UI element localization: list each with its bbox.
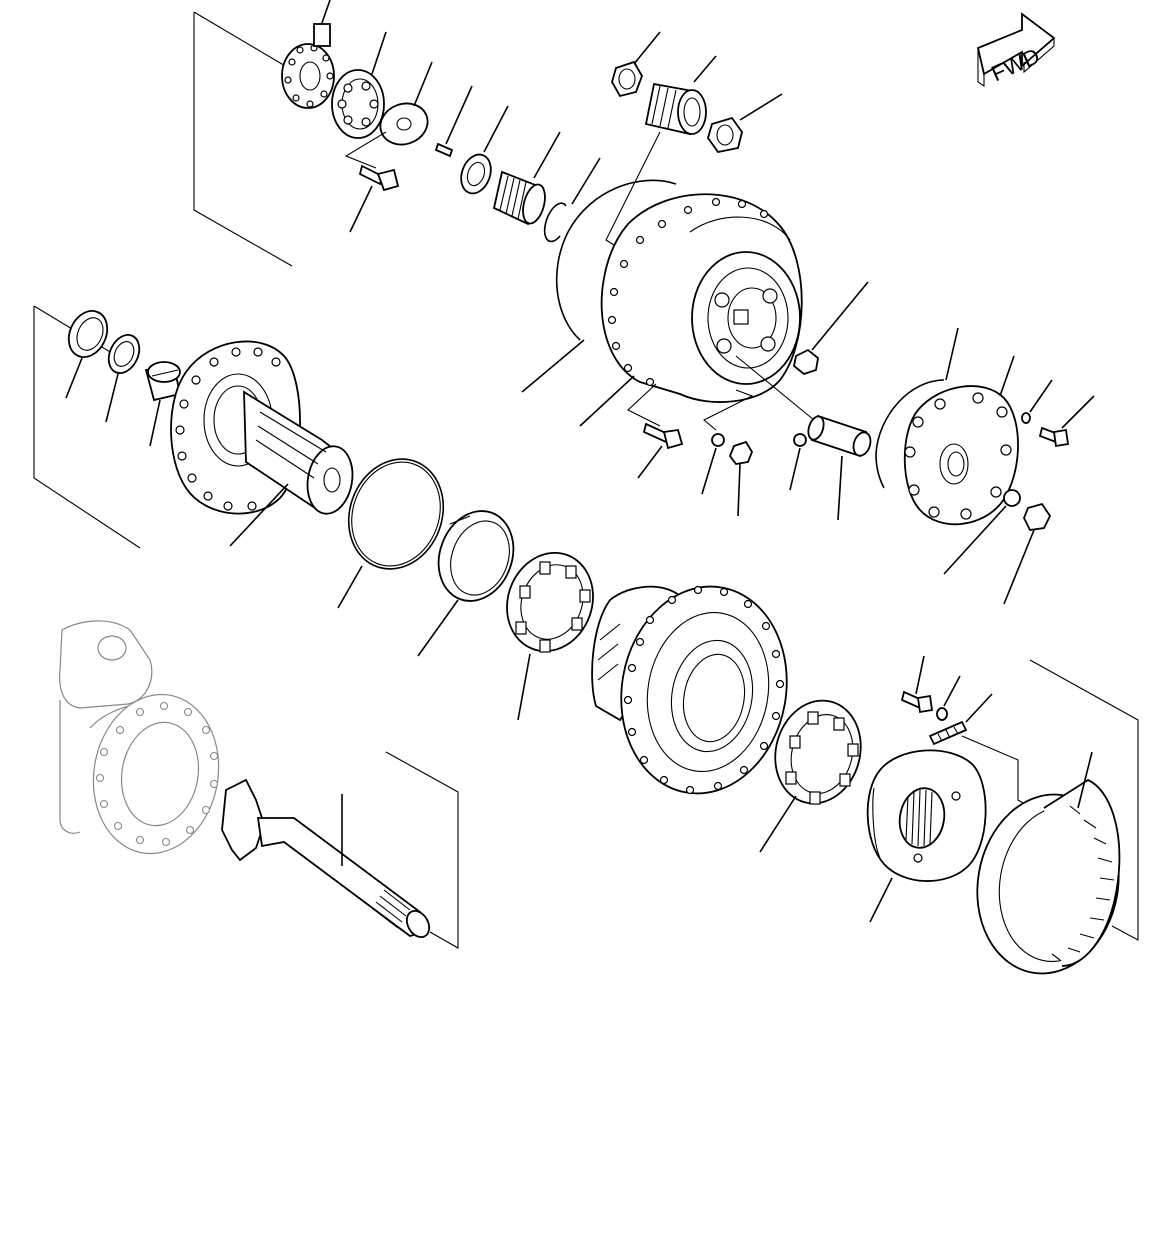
dowel-pin-part <box>434 142 454 158</box>
washer-part <box>379 102 429 146</box>
o-ring-part <box>875 379 945 489</box>
leader-line <box>943 505 1007 575</box>
thrust-plate-part <box>281 43 335 109</box>
leader-line <box>229 483 289 547</box>
leader-line <box>413 61 433 107</box>
leader-line <box>105 373 119 423</box>
planet-gear-bearing-part <box>644 82 707 136</box>
leader-line <box>999 355 1015 397</box>
o-ring-part <box>555 179 677 341</box>
leader-line <box>1077 751 1093 809</box>
spacer-ring-part <box>107 334 141 374</box>
plug-part <box>728 440 754 465</box>
planetary-housing-part <box>600 193 803 403</box>
leader-line <box>701 447 717 495</box>
leader-line <box>149 399 161 447</box>
leader-line <box>1029 379 1053 413</box>
bolt-part <box>358 164 400 192</box>
leader-line <box>637 445 663 479</box>
leader-line <box>483 105 509 153</box>
leader-line <box>1061 395 1095 429</box>
leader-line <box>759 795 797 853</box>
oil-seal-part <box>460 153 492 195</box>
nut-part <box>611 60 643 98</box>
leader-line <box>869 877 893 923</box>
leader-line <box>627 383 661 427</box>
leader-line <box>344 131 387 169</box>
leader-line <box>633 31 661 65</box>
leader-line <box>693 55 717 83</box>
o-ring-part <box>347 458 445 570</box>
leader-line <box>735 355 815 421</box>
spring-pin-part <box>928 720 968 746</box>
needle-roller-bearing-part <box>492 170 546 226</box>
nut-part <box>707 116 743 153</box>
washer-part <box>1021 412 1031 424</box>
leader-line <box>737 463 741 517</box>
leader-line <box>789 447 801 491</box>
leader-line <box>837 455 843 521</box>
leader-line <box>337 565 363 609</box>
tag-label-box <box>313 23 331 47</box>
leader-line <box>739 93 783 121</box>
leader-line <box>945 327 959 381</box>
leader-line <box>943 675 961 707</box>
leader-line <box>349 185 373 233</box>
wheel-hub-part <box>170 340 354 515</box>
leader-line <box>533 131 561 179</box>
bolt-part <box>900 690 934 714</box>
leader-line <box>811 281 869 351</box>
leader-line <box>965 693 993 723</box>
leader-line <box>579 375 635 427</box>
nut-part <box>793 348 819 376</box>
leader-line <box>517 653 531 721</box>
leader-line <box>521 339 585 393</box>
tapered-roller-bearing-part <box>774 699 862 805</box>
bearing-race-part <box>437 510 515 602</box>
leader-line <box>571 157 601 205</box>
plug-part <box>1023 502 1052 531</box>
ring-gear-part <box>976 778 1121 975</box>
axle-housing-ghost <box>59 620 220 855</box>
axle-shaft-part <box>221 778 431 939</box>
carrier-bearing-part <box>331 69 385 139</box>
bolt-part <box>1038 426 1070 448</box>
bolt-part <box>642 422 684 450</box>
oil-seal-part <box>67 310 109 358</box>
washer-part <box>936 707 948 721</box>
leader-line <box>703 389 754 431</box>
leader-line <box>445 85 473 145</box>
leader-line <box>65 357 83 399</box>
tapered-roller-bearing-part <box>506 551 594 653</box>
group-bracket-top-left <box>193 11 293 267</box>
hub-carrier-part <box>591 585 788 795</box>
snap-ring-part <box>543 202 567 243</box>
leader-line <box>371 31 387 75</box>
leader-line <box>417 599 459 657</box>
leader-line <box>1003 529 1035 605</box>
fwd-arrow-icon: FWD <box>976 12 1056 88</box>
group-bracket-axle <box>385 751 459 949</box>
washer-part <box>711 433 725 447</box>
retainer-gear-part <box>866 749 987 882</box>
cover-plate-part <box>903 385 1019 526</box>
group-bracket-right <box>1029 659 1139 941</box>
ball-part <box>1003 489 1021 507</box>
planet-shaft-part <box>807 414 872 458</box>
leader-line <box>915 655 925 695</box>
ball-part <box>793 433 807 447</box>
